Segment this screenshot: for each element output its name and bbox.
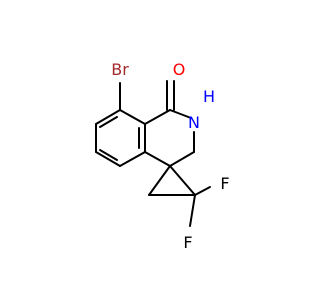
bond-c4-cp1: [148, 165, 171, 196]
atom-labels: Br O N H F F: [111, 60, 229, 252]
bond-c7-c8: [95, 109, 121, 125]
bond-c3-c4: [169, 151, 195, 167]
bromine-label: Br: [111, 60, 129, 79]
bond-c8-c8a: [119, 109, 146, 125]
bond-aromatic-inner-2: [99, 149, 118, 161]
hydrogen-label: H: [203, 87, 215, 106]
bond-c5-c6: [95, 151, 121, 167]
bond-cp2-f-bottom: [189, 194, 196, 227]
bond-cp2-f-top: [194, 186, 211, 196]
bond-c8a-c1: [144, 109, 171, 125]
bond-c1-n: [169, 109, 192, 119]
molecule-canvas: Br O N H F F: [95, 60, 230, 252]
bonds: [95, 80, 211, 227]
bond-aromatic-inner-3: [99, 116, 118, 128]
bond-cp2-c4: [169, 165, 196, 196]
structure-diagram: Br O N H F F: [95, 60, 230, 252]
oxygen-label: O: [173, 60, 186, 79]
bond-c4-c4a: [144, 151, 171, 167]
fluorine-top-label: F: [220, 174, 229, 193]
nitrogen-label: N: [188, 113, 200, 132]
bond-c4a-c5: [119, 151, 146, 167]
fluorine-bottom-label: F: [183, 233, 192, 252]
